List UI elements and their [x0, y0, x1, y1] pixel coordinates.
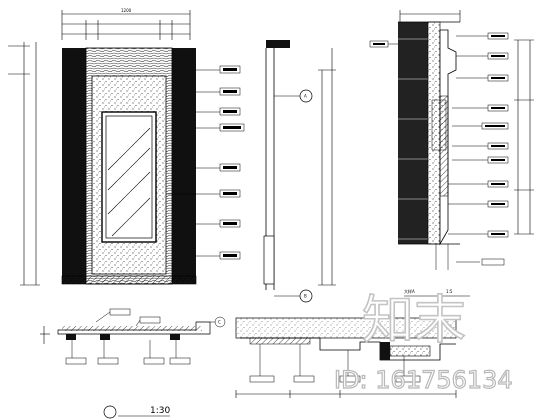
- masonry-wall: [398, 22, 428, 244]
- bottom-plan-right: [235, 317, 457, 398]
- callout-mark-c: C: [218, 320, 221, 325]
- left-level-markers: [8, 42, 40, 286]
- watermark-logo: 知末: [362, 291, 466, 351]
- elevation-right-dimension: [318, 48, 336, 286]
- section-callout-circles: [299, 89, 313, 303]
- detail-right-dimension: [514, 39, 534, 235]
- wall-section-detail: [369, 10, 534, 270]
- elevation-caption: 1:30: [103, 405, 170, 419]
- section-header: 大样A 1:5: [404, 288, 470, 297]
- section-title: 大样A: [404, 288, 415, 294]
- top-dimension-text: 1200: [121, 8, 132, 13]
- callout-mark-b: B: [304, 294, 307, 299]
- glass-reflection-lines: [107, 127, 151, 237]
- side-section-strip: [263, 40, 300, 297]
- glass-window: [101, 111, 157, 243]
- watermark-id: ID: 161756134: [334, 366, 513, 394]
- elevation-scale: 1:30: [150, 406, 170, 416]
- base-plinth: [61, 275, 197, 285]
- door-elevation: 1200: [8, 8, 336, 303]
- section-scale: 1:5: [446, 289, 453, 294]
- top-dimension-chain: [61, 10, 191, 40]
- watermark: 知末 ID: 161756134: [333, 290, 513, 394]
- callout-mark-a: A: [304, 94, 307, 99]
- bottom-plan-left: C: [40, 308, 226, 365]
